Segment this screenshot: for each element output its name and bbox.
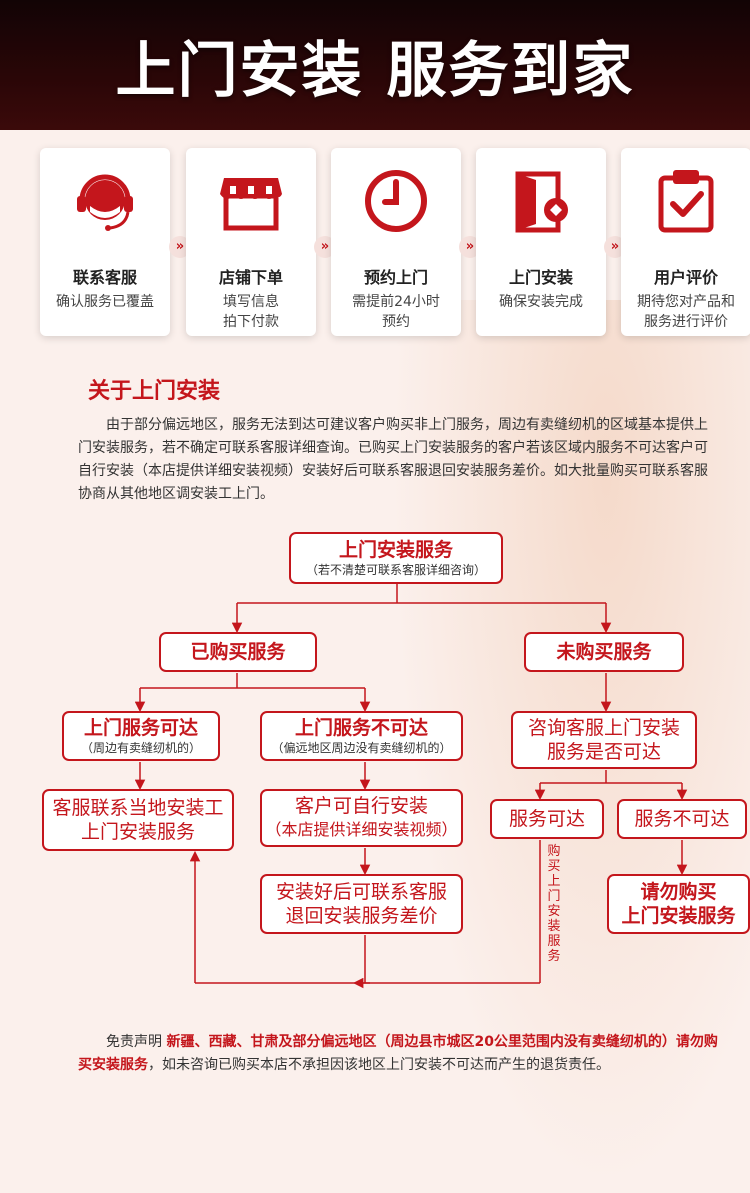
- node-bought-label: 已购买服务: [190, 641, 286, 663]
- node-refund: 安装好后可联系客服 退回安装服务差价: [260, 874, 463, 934]
- node-consult: 咨询客服上门安装 服务是否可达: [511, 711, 697, 769]
- step-title: 预约上门: [363, 268, 428, 287]
- node-service-not-ok-label: 服务不可达: [634, 808, 730, 830]
- step-desc: 确认服务已覆盖: [56, 294, 154, 310]
- headset-icon: [77, 174, 133, 231]
- node-unreachable-label: 上门服务不可达: [294, 717, 428, 739]
- node-self-install-label: 客户可自行安装: [294, 795, 428, 817]
- flowchart-connectors: [134, 583, 688, 989]
- step-desc: 确保安装完成: [499, 294, 583, 310]
- step-card-review: 用户评价 期待您对产品和 服务进行评价: [621, 148, 750, 336]
- node-not-bought-label: 未购买服务: [556, 641, 652, 663]
- node-root-sub: （若不清楚可联系客服详细咨询）: [305, 563, 486, 577]
- page-title: 上门安装 服务到家: [115, 35, 635, 106]
- node-root: 上门安装服务 （若不清楚可联系客服详细咨询）: [289, 532, 503, 584]
- step-title: 上门安装: [508, 268, 573, 287]
- node-reachable-label: 上门服务可达: [83, 717, 198, 739]
- door-install-icon: [515, 171, 568, 233]
- page-header: 上门安装 服务到家: [0, 0, 750, 130]
- store-icon: [220, 178, 282, 231]
- step-arrow-icon: »: [604, 236, 626, 258]
- service-steps: 联系客服 确认服务已覆盖 » 店铺下单 填写信息 拍下付款 » 预约上门 需提前…: [0, 148, 750, 338]
- about-body: 由于部分偏远地区，服务无法到达可建议客户购买非上门服务，周边有卖缝纫机的区域基本…: [78, 417, 708, 502]
- step-card-contact: 联系客服 确认服务已覆盖: [40, 148, 170, 336]
- node-service-ok: 服务可达: [490, 799, 604, 839]
- disclaimer-suffix: ，如未咨询已购买本店不承担因该地区上门安装不可达而产生的退货责任。: [148, 1057, 610, 1073]
- node-bought: 已购买服务: [159, 632, 317, 672]
- node-refund-label: 安装好后可联系客服 退回安装服务差价: [275, 881, 447, 927]
- step-arrow-icon: »: [459, 236, 481, 258]
- step-title: 店铺下单: [218, 268, 283, 287]
- step-card-install: 上门安装 确保安装完成: [476, 148, 606, 336]
- node-self-install: 客户可自行安装 （本店提供详细安装视频）: [260, 789, 463, 847]
- step-desc: 填写信息 拍下付款: [223, 294, 279, 330]
- node-do-not-buy-label: 请勿购买 上门安装服务: [621, 881, 736, 927]
- disclaimer: 免责声明 新疆、西藏、甘肃及部分偏远地区（周边县市城区20公里范围内没有卖缝纫机…: [78, 1031, 718, 1077]
- node-unreachable: 上门服务不可达 （偏远地区周边没有卖缝纫机的）: [260, 711, 463, 761]
- step-desc: 期待您对产品和 服务进行评价: [637, 294, 735, 330]
- node-not-bought: 未购买服务: [524, 632, 684, 672]
- disclaimer-prefix: 免责声明: [106, 1034, 167, 1050]
- node-reachable: 上门服务可达 （周边有卖缝纫机的）: [62, 711, 220, 761]
- about-title: 关于上门安装: [88, 379, 221, 404]
- node-consult-label: 咨询客服上门安装 服务是否可达: [527, 717, 680, 763]
- step-desc: 需提前24小时 预约: [352, 294, 440, 330]
- step-title: 用户评价: [653, 268, 718, 287]
- step-arrow-icon: »: [314, 236, 336, 258]
- node-self-install-sub: （本店提供详细安装视频）: [265, 820, 458, 839]
- step-arrow-icon: »: [169, 236, 191, 258]
- clock-icon: [365, 170, 427, 232]
- service-flowchart: 上门安装服务 （若不清楚可联系客服详细咨询） 已购买服务 未购买服务 上门服务可…: [0, 528, 750, 998]
- node-unreachable-sub: （偏远地区周边没有卖缝纫机的）: [271, 741, 452, 755]
- node-service-not-ok: 服务不可达: [617, 799, 747, 839]
- buy-service-label: 购买上门安装服务: [547, 844, 561, 964]
- node-reachable-sub: （周边有卖缝纫机的）: [80, 741, 201, 755]
- node-local-installer-label: 客服联系当地安装工 上门安装服务: [52, 797, 224, 843]
- node-service-ok-label: 服务可达: [508, 808, 585, 830]
- step-card-appointment: 预约上门 需提前24小时 预约: [331, 148, 461, 336]
- clipboard-check-icon: [658, 170, 714, 233]
- node-local-installer: 客服联系当地安装工 上门安装服务: [42, 789, 234, 851]
- step-card-order: 店铺下单 填写信息 拍下付款: [186, 148, 316, 336]
- step-title: 联系客服: [72, 268, 137, 287]
- node-do-not-buy: 请勿购买 上门安装服务: [607, 874, 750, 934]
- disclaimer-highlight: 新疆、西藏、甘肃及部分偏远地区（周边县市城区20公里范围内没有卖缝纫机的）请勿购…: [78, 1034, 718, 1073]
- node-root-label: 上门安装服务: [338, 539, 453, 561]
